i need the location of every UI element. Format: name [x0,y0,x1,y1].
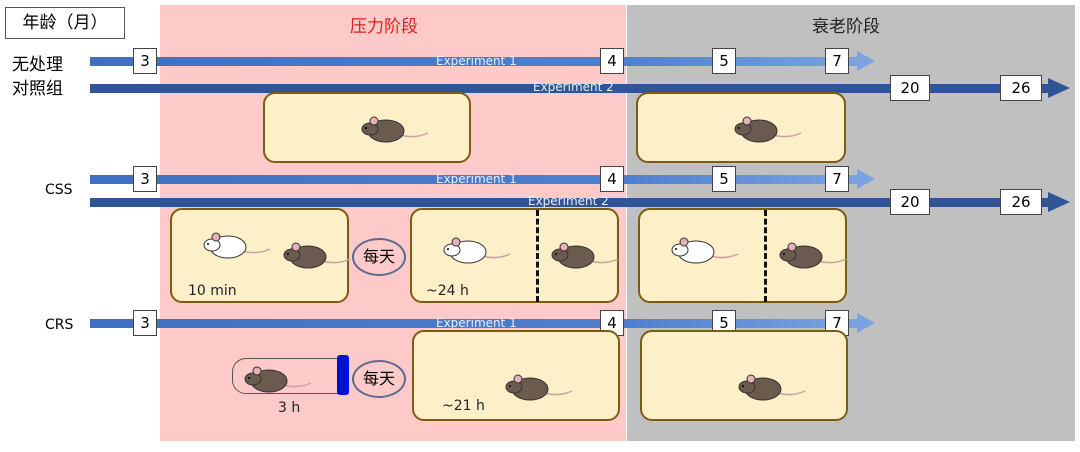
crs-session-duration: 3 h [278,400,301,416]
daily-cycle-icon: 每天 [352,360,406,398]
tick-26: 26 [1000,189,1042,215]
arrow-head-icon [1048,78,1070,98]
control-exp1-line [90,57,858,66]
tick-5: 5 [712,48,736,74]
crs-rest-duration: ~21 h [442,398,485,414]
arrow-head-icon [857,169,875,189]
css-exp2-line [90,198,1050,207]
css-session-panel: 10 min [170,208,352,303]
arrow-head-icon [857,51,875,71]
brown-mouse-icon [737,367,807,403]
crs-rest-panel: ~21 h [412,330,620,421]
age-label: 年龄（月） [5,7,125,39]
tick-3: 3 [133,166,157,192]
divider [764,210,767,302]
control-label-1: 无处理 [12,55,63,75]
crs-exp1-line [90,319,858,328]
css-rest-duration: ~24 h [426,283,469,299]
control-exp2-label: Experiment 2 [533,80,614,94]
control-aging-panel [636,92,846,163]
css-aging-panel [638,208,847,303]
brown-mouse-icon [778,235,848,271]
brown-mouse-icon [550,235,620,271]
css-session-duration: 10 min [188,283,237,299]
css-exp1-line [90,175,858,184]
tick-7: 7 [825,166,849,192]
tick-3: 3 [133,48,157,74]
divider [536,210,539,302]
arrow-head-icon [857,313,875,333]
css-label: CSS [45,182,73,198]
css-exp1-label: Experiment 1 [436,172,517,186]
white-mouse-icon [202,225,272,261]
crs-aging-panel [640,330,848,421]
brown-mouse-icon [282,235,352,271]
brown-mouse-icon [733,109,803,145]
tick-7: 7 [825,48,849,74]
tick-4: 4 [600,166,624,192]
crs-label: CRS [45,317,74,333]
tick-20: 20 [890,189,930,215]
arrow-head-icon [1048,192,1070,212]
daily-cycle-icon: 每天 [352,238,406,276]
tick-4: 4 [600,48,624,74]
control-exp2-line [90,84,1050,93]
tick-3: 3 [133,310,157,336]
brown-mouse-icon [243,359,313,395]
tick-26: 26 [1000,75,1042,101]
tick-5: 5 [712,166,736,192]
tick-20: 20 [890,75,930,101]
white-mouse-icon [670,230,740,266]
control-stress-panel [263,92,471,163]
stress-phase-title: 压力阶段 [350,17,418,37]
tube-cap [337,355,349,395]
css-exp2-label: Experiment 2 [528,194,609,208]
brown-mouse-icon [504,367,574,403]
control-exp1-label: Experiment 1 [436,54,517,68]
css-rest-panel: ~24 h [410,208,619,303]
aging-phase-title: 衰老阶段 [812,17,880,37]
restraint-tube [232,358,342,394]
brown-mouse-icon [360,109,430,145]
white-mouse-icon [442,230,512,266]
control-label-2: 对照组 [12,79,63,99]
crs-exp1-label: Experiment 1 [436,316,517,330]
